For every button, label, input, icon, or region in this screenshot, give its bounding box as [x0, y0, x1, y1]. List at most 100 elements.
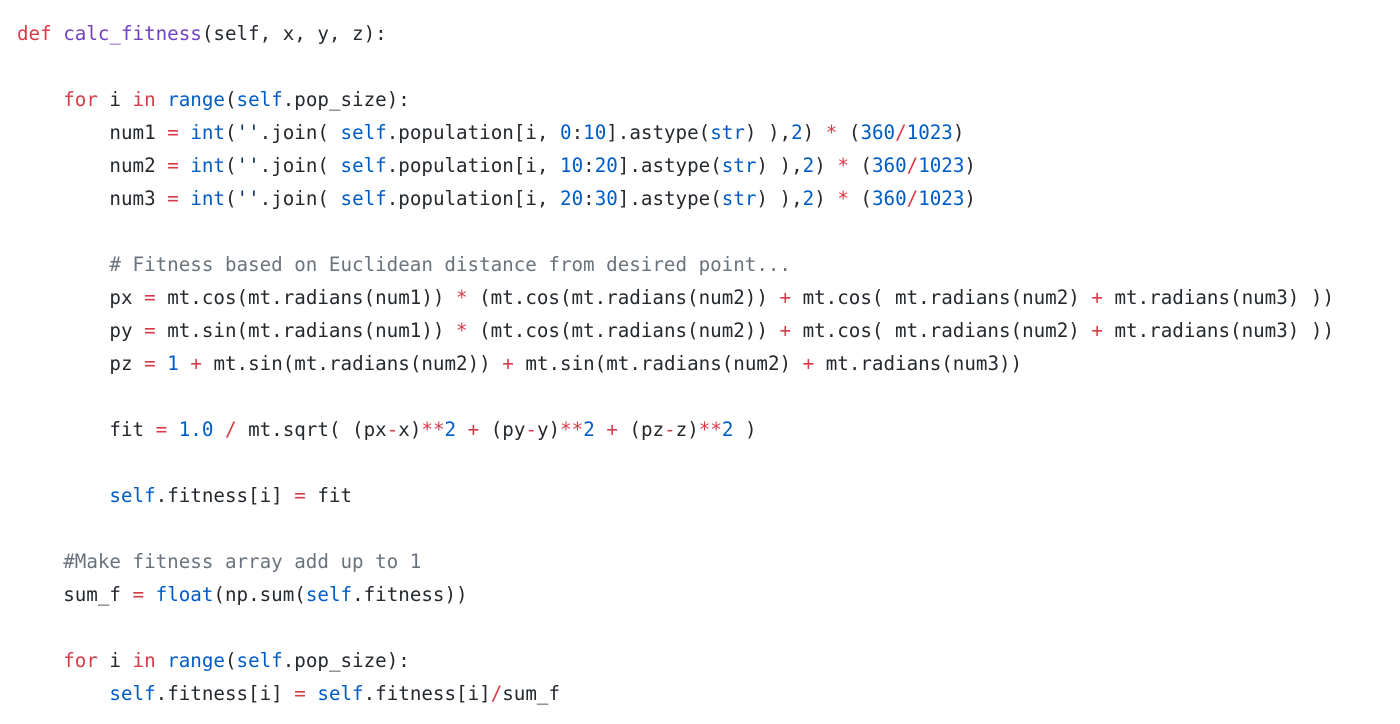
code-text: ) — [814, 187, 838, 210]
number-token: 2 — [721, 418, 734, 441]
keyword-token: for — [63, 88, 98, 111]
code-text — [179, 187, 191, 210]
number-token: 360 — [871, 187, 907, 210]
builtin-token: self — [236, 88, 283, 111]
builtin-token: self — [317, 682, 364, 705]
code-line — [17, 611, 1334, 644]
code-text: (py — [479, 418, 526, 441]
code-text: x) — [398, 418, 422, 441]
number-token: 1.0 — [178, 418, 214, 441]
code-text — [144, 583, 156, 606]
code-text: mt.sin(mt.radians(num2)) — [201, 352, 503, 375]
code-text: mt.sqrt( (px — [236, 418, 387, 441]
operator-token: = — [144, 352, 156, 375]
code-line: def calc_fitness(self, x, y, z): — [17, 17, 1334, 50]
builtin-token: str — [721, 187, 757, 210]
operator-token: * — [837, 187, 849, 210]
code-line: for i in range(self.pop_size): — [17, 644, 1334, 677]
code-line: #Make fitness array add up to 1 — [17, 545, 1334, 578]
builtin-token: str — [721, 154, 757, 177]
builtin-token: self — [340, 187, 387, 210]
operator-token: + — [1091, 286, 1103, 309]
code-text: fit — [305, 484, 353, 507]
operator-token: = — [167, 121, 179, 144]
builtin-token: self — [305, 583, 353, 606]
code-text: .fitness)) — [352, 583, 468, 606]
code-text — [306, 682, 318, 705]
code-text: (self, x, y, z): — [201, 22, 387, 45]
code-text: py — [17, 319, 145, 342]
code-text: ( — [224, 187, 237, 210]
code-text: num2 — [17, 154, 168, 177]
operator-token: + — [606, 418, 618, 441]
code-text: mt.radians(num3) )) — [1102, 286, 1335, 309]
builtin-token: int — [190, 154, 225, 177]
keyword-token: def — [17, 22, 52, 45]
operator-token: + — [467, 418, 480, 441]
code-text: sum_f — [17, 583, 133, 606]
code-line: num2 = int(''.join( self.population[i, 1… — [17, 149, 1334, 182]
code-line: # Fitness based on Euclidean distance fr… — [17, 248, 1334, 281]
code-text — [17, 550, 63, 573]
string-token: '' — [236, 121, 260, 144]
operator-token: = — [167, 187, 179, 210]
operator-token: / — [906, 154, 919, 177]
code-text — [456, 418, 468, 441]
code-text: .pop_size): — [282, 88, 410, 111]
builtin-token: self — [109, 484, 156, 507]
code-text: (mt.cos(mt.radians(num2)) — [467, 286, 780, 309]
builtin-token: range — [167, 649, 225, 672]
builtin-token: range — [167, 88, 225, 111]
operator-token: + — [779, 319, 792, 342]
code-text — [167, 418, 179, 441]
comment-token: # Fitness based on Euclidean distance fr… — [109, 253, 791, 276]
operator-token: * — [456, 319, 468, 342]
code-text: ) ), — [756, 154, 803, 177]
code-text: i — [97, 649, 133, 672]
code-text: num1 — [17, 121, 168, 144]
number-token: 0 — [560, 121, 572, 144]
code-text: ( — [848, 154, 872, 177]
code-text: .population[i, — [386, 121, 561, 144]
code-line: self.fitness[i] = self.fitness[i]/sum_f — [17, 677, 1334, 710]
code-text: .population[i, — [386, 187, 561, 210]
code-text: num3 — [17, 187, 168, 210]
operator-token: / — [224, 418, 237, 441]
operator-token: = — [144, 286, 156, 309]
code-text: ) — [802, 121, 826, 144]
code-line: num3 = int(''.join( self.population[i, 2… — [17, 182, 1334, 215]
operator-token: / — [906, 187, 919, 210]
number-token: 360 — [860, 121, 896, 144]
code-text: mt.radians(num3)) — [814, 352, 1023, 375]
string-token: '' — [236, 154, 260, 177]
code-text: ( — [837, 121, 861, 144]
code-text — [17, 682, 109, 705]
code-text — [179, 154, 191, 177]
operator-token: / — [895, 121, 907, 144]
builtin-token: int — [190, 187, 225, 210]
code-text: .join( — [259, 154, 341, 177]
operator-token: * — [837, 154, 849, 177]
code-line: sum_f = float(np.sum(self.fitness)) — [17, 578, 1334, 611]
code-text: .pop_size): — [282, 649, 410, 672]
code-text: mt.radians(num3) )) — [1102, 319, 1335, 342]
code-line — [17, 380, 1334, 413]
operator-token: = — [294, 682, 306, 705]
number-token: 2 — [802, 154, 815, 177]
number-token: 20 — [594, 154, 618, 177]
code-text: ) ), — [744, 121, 792, 144]
code-text — [213, 418, 225, 441]
code-text: fit — [17, 418, 156, 441]
code-text — [595, 418, 607, 441]
code-text: px — [17, 286, 145, 309]
code-text: pz — [17, 352, 145, 375]
code-text — [179, 121, 191, 144]
code-text: ) — [733, 418, 757, 441]
code-text: (pz — [617, 418, 665, 441]
code-text: ) ), — [756, 187, 803, 210]
code-text: ( — [224, 154, 237, 177]
operator-token: = — [132, 583, 145, 606]
code-text: i — [97, 88, 133, 111]
code-block: def calc_fitness(self, x, y, z): for i i… — [17, 17, 1334, 710]
code-text: sum_f — [502, 682, 561, 705]
